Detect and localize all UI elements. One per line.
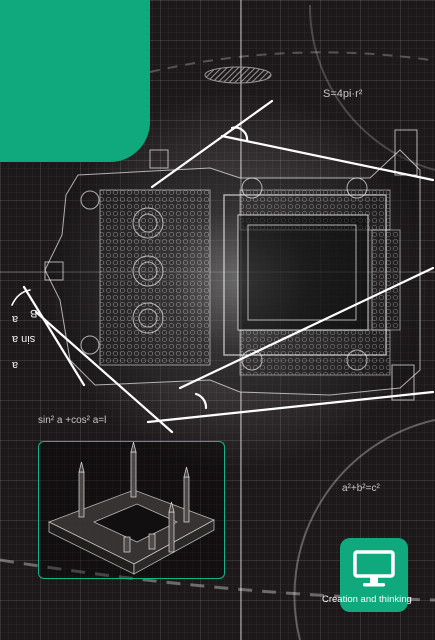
angle-lines [11,99,435,434]
mosque-3d-model [47,442,215,575]
formula-letter-a2: a [12,359,19,371]
formula-pythagoras: a²+b²=c² [342,483,380,494]
monitor-icon [353,550,395,587]
formula-trig-identity: sin² a +cos² a=l [38,415,107,426]
model-preview-frame [38,441,225,579]
formula-sphere-area: S=4pi·r² [323,88,363,100]
rotated-formula: a sin a a B [4,295,64,375]
green-corner-tab [0,0,150,162]
badge-label: Creation and thinking [322,594,412,605]
formula-sin: sin a [12,333,36,345]
formula-letter-b: B [30,307,38,319]
dashed-arc [0,558,435,602]
formula-letter-a: a [12,313,19,325]
mosque-top-view [44,129,421,401]
hatched-ellipse [204,66,272,84]
